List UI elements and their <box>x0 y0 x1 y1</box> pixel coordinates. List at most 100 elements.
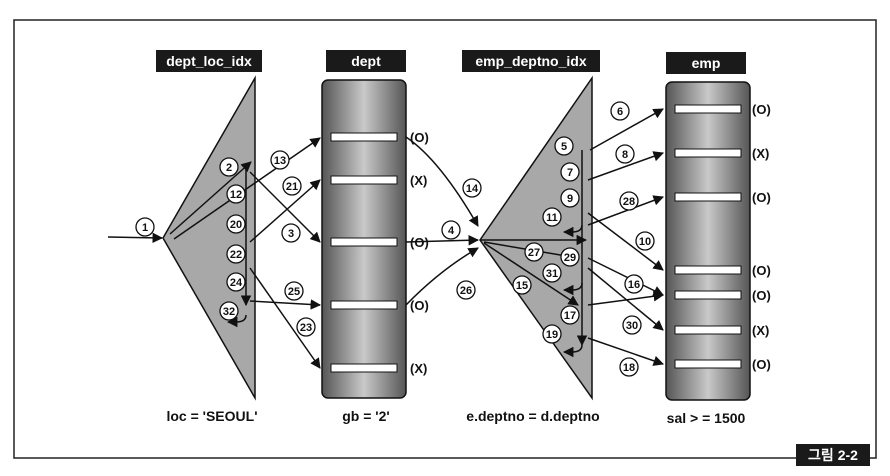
step-circle-25 <box>284 281 304 301</box>
label-dept-loc-idx: dept_loc_idx <box>166 53 252 69</box>
step-label-4: 4 <box>448 225 455 237</box>
step-circle-11 <box>542 207 562 227</box>
step-label-12: 12 <box>230 189 242 201</box>
label-box-emp-deptno-idx <box>462 50 600 72</box>
arrow-11 <box>405 247 479 306</box>
step-26: 26 <box>456 280 476 300</box>
step-label-25: 25 <box>288 286 300 298</box>
step-circle-27 <box>524 242 544 262</box>
step-label-5: 5 <box>561 141 567 153</box>
step-19: 19 <box>542 324 562 344</box>
step-4: 4 <box>441 220 461 240</box>
dept-mark-3: (O) <box>410 235 429 250</box>
emp-deptno-idx-triangle <box>479 75 593 401</box>
step-21: 21 <box>282 176 302 196</box>
step-label-19: 19 <box>546 329 558 341</box>
figure-tag-box <box>796 444 870 466</box>
dept-mark-2: (X) <box>410 173 427 188</box>
step-label-18: 18 <box>623 362 635 374</box>
arrow-7 <box>249 299 322 310</box>
arrow-3 <box>173 137 321 240</box>
step-label-26: 26 <box>460 285 472 297</box>
emp-mark-3: (O) <box>752 190 771 205</box>
arrow-18 <box>587 257 664 296</box>
dept-row-3 <box>330 237 398 247</box>
label-emp: emp <box>692 55 721 71</box>
dept-mark-5: (X) <box>410 361 427 376</box>
step-label-27: 27 <box>528 247 540 259</box>
step-circle-21 <box>282 176 302 196</box>
step-20: 20 <box>226 214 246 234</box>
arrow-20 <box>587 291 665 306</box>
step-label-15: 15 <box>516 280 528 292</box>
arrows <box>107 108 665 369</box>
dept-rows <box>330 132 398 373</box>
step-14: 14 <box>462 178 482 198</box>
step-circle-23 <box>296 317 316 337</box>
emp-row-6 <box>674 325 742 335</box>
step-label-30: 30 <box>626 320 638 332</box>
step-circle-7 <box>560 162 580 182</box>
step-circle-8 <box>615 144 635 164</box>
step-2: 2 <box>219 157 239 177</box>
condition-gb: gb = '2' <box>342 408 390 424</box>
label-dept: dept <box>351 53 381 69</box>
step-22: 22 <box>226 244 246 264</box>
label-box-dept <box>326 50 406 72</box>
emp-mark-2: (X) <box>752 146 769 161</box>
step-label-3: 3 <box>288 228 294 240</box>
arrow-22 <box>483 242 579 306</box>
row-marks: (O)(X)(O)(O)(X)(O)(X)(O)(O)(O)(X)(O) <box>410 102 771 376</box>
arrow-2 <box>169 161 252 235</box>
arrow-14 <box>589 108 664 151</box>
arrow-9 <box>226 314 247 328</box>
step-circle-24 <box>226 272 246 292</box>
dept-row-2 <box>330 175 398 185</box>
arrow-27 <box>562 344 583 358</box>
emp-row-3 <box>674 192 742 202</box>
step-15: 15 <box>512 275 532 295</box>
step-label-14: 14 <box>466 183 479 195</box>
step-circle-32 <box>219 301 239 321</box>
emp-mark-7: (O) <box>752 357 771 372</box>
step-label-28: 28 <box>623 196 635 208</box>
step-circle-3 <box>281 223 301 243</box>
step-circle-6 <box>610 101 630 121</box>
step-label-16: 16 <box>628 279 640 291</box>
step-11: 11 <box>542 207 562 227</box>
arrow-26 <box>562 282 583 296</box>
emp-row-1 <box>674 104 742 114</box>
dept-row-1 <box>330 132 398 142</box>
emp-mark-1: (O) <box>752 102 771 117</box>
step-label-17: 17 <box>564 310 576 322</box>
step-label-21: 21 <box>286 181 298 193</box>
dept-row-5 <box>330 363 398 373</box>
step-label-20: 20 <box>230 219 242 231</box>
step-13: 13 <box>270 150 290 170</box>
dept-row-4 <box>330 300 398 310</box>
step-5: 5 <box>554 136 574 156</box>
arrow-21 <box>587 337 664 366</box>
arrow-15 <box>587 151 664 181</box>
step-8: 8 <box>615 144 635 164</box>
emp-row-5 <box>674 290 742 300</box>
step-circle-20 <box>226 214 246 234</box>
arrow-10 <box>405 136 479 227</box>
step-27: 27 <box>524 242 544 262</box>
emp-row-2 <box>674 148 742 158</box>
condition-loc: loc = 'SEOUL' <box>166 408 257 424</box>
step-31: 31 <box>542 263 562 283</box>
arrow-19 <box>587 267 664 331</box>
emp-rows <box>674 104 742 369</box>
step-7: 7 <box>560 162 580 182</box>
step-label-13: 13 <box>274 155 286 167</box>
figure-frame <box>13 19 877 459</box>
step-label-9: 9 <box>567 193 573 205</box>
dept-mark-4: (O) <box>410 298 429 313</box>
step-18: 18 <box>619 357 639 377</box>
step-circle-22 <box>226 244 246 264</box>
emp-row-4 <box>674 265 742 275</box>
arrow-5 <box>249 179 321 243</box>
step-circle-16 <box>624 274 644 294</box>
